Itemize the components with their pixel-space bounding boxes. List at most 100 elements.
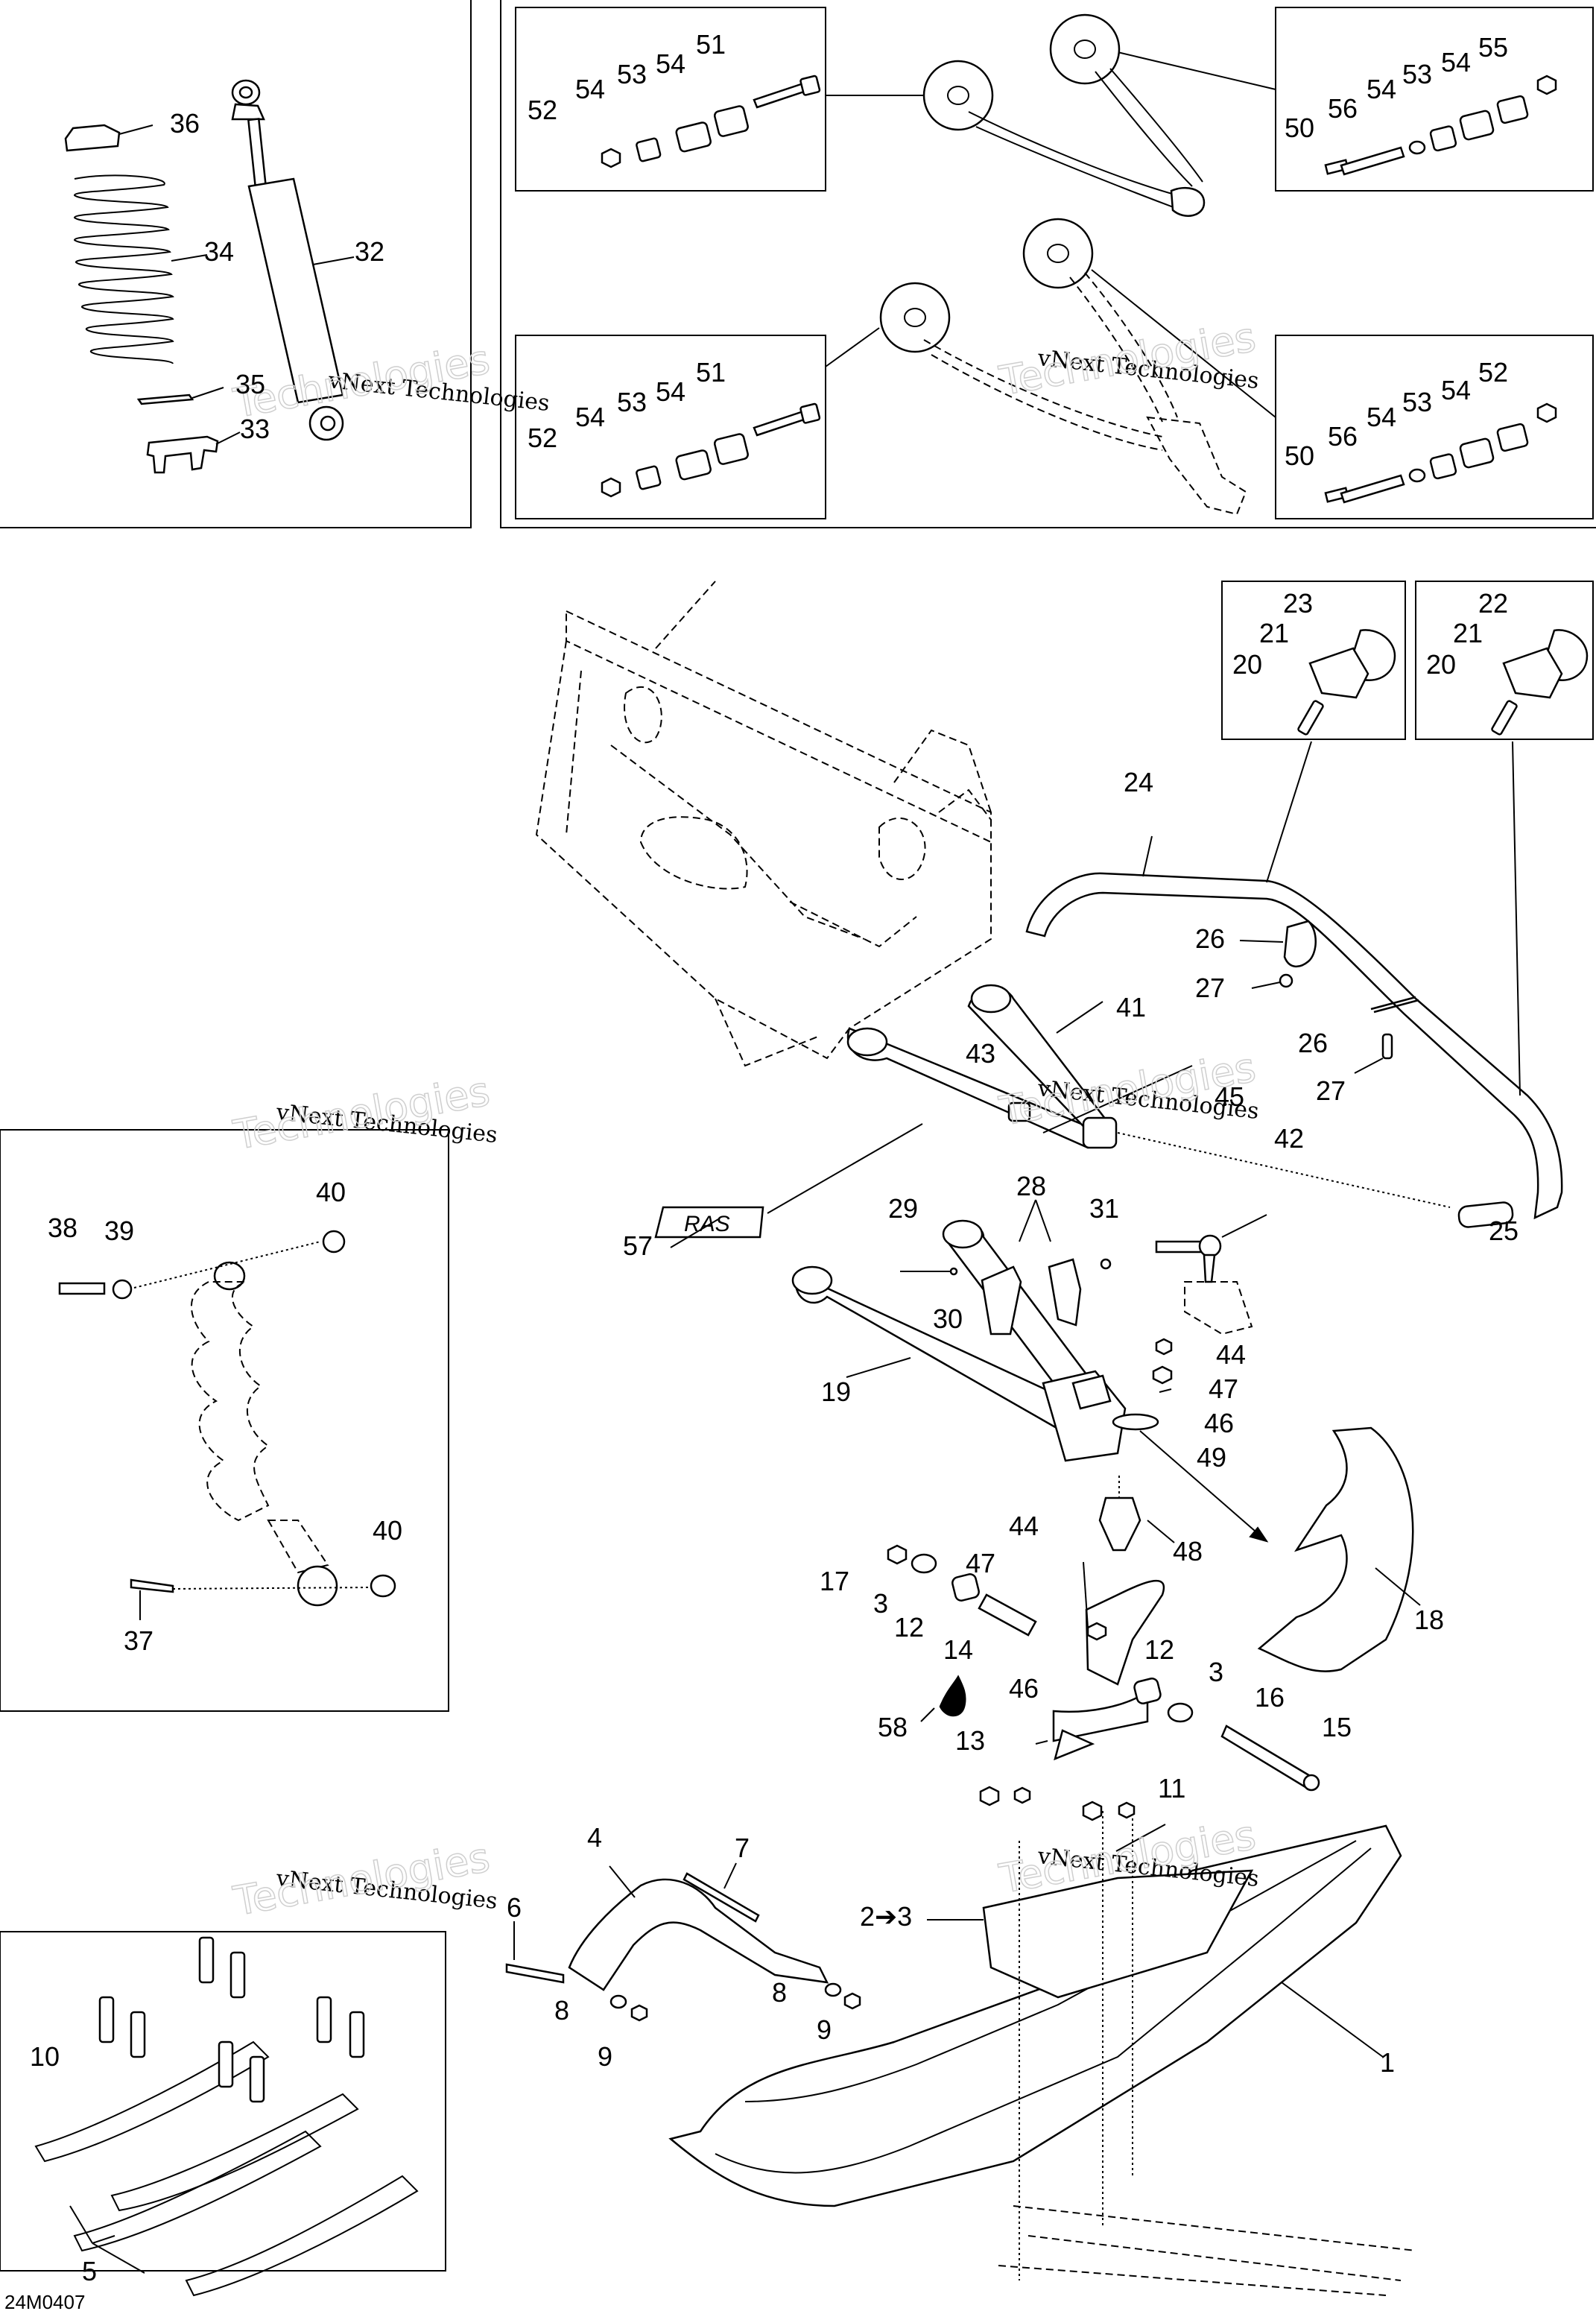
callout-4: 4: [587, 1822, 602, 1853]
callout-37: 37: [124, 1625, 153, 1656]
bushing-detail: [1221, 581, 1594, 740]
callout-56: 56: [1328, 421, 1358, 452]
callout-51: 51: [696, 29, 726, 60]
bracket-parts: [1239, 920, 1419, 1074]
callout-2-3: 2➔3: [860, 1901, 912, 1932]
callout-54: 54: [1367, 74, 1396, 104]
callout-41: 41: [1116, 992, 1146, 1022]
callout-26: 26: [1298, 1028, 1328, 1058]
callout-21: 21: [1453, 618, 1483, 648]
callout-32: 32: [355, 236, 384, 267]
box4-parts: [1091, 269, 1557, 504]
callout-22: 22: [1478, 588, 1508, 619]
callout-10: 10: [30, 2041, 60, 2072]
svg-text:Technologies: Technologies: [229, 1834, 493, 1925]
callout-51: 51: [696, 357, 726, 388]
callout-53: 53: [617, 59, 647, 89]
lower-a-arm-19: [791, 1219, 1159, 1462]
bumpers: [900, 1199, 1112, 1335]
callout-6: 6: [507, 1892, 522, 1923]
callout-54: 54: [575, 402, 605, 432]
lower-a-arm-dashed: [879, 218, 1247, 516]
callout-40: 40: [316, 1177, 346, 1207]
callout-53: 53: [1402, 59, 1432, 89]
callout-33: 33: [240, 414, 270, 444]
callout-3: 3: [873, 1588, 888, 1619]
callout-47: 47: [966, 1548, 995, 1578]
callout-50: 50: [1285, 113, 1314, 143]
spindle-hardware: [887, 1544, 1320, 1792]
shock-assembly-left: [58, 1230, 396, 1620]
callout-57: 57: [623, 1230, 653, 1261]
callout-40: 40: [373, 1515, 402, 1546]
callout-58: 58: [878, 1712, 908, 1742]
shock-spring-assembly: [64, 79, 355, 474]
callout-25: 25: [1489, 1216, 1519, 1246]
callout-45: 45: [1215, 1081, 1244, 1112]
callout-52: 52: [528, 423, 557, 453]
callout-49: 49: [1197, 1442, 1226, 1473]
svg-text:RAS: RAS: [684, 1212, 730, 1236]
callout-19: 19: [821, 1376, 851, 1407]
callout-8: 8: [772, 1977, 787, 2008]
callout-52: 52: [528, 95, 557, 125]
spindle-dashed: [1152, 1281, 1253, 1393]
callout-56: 56: [1328, 93, 1358, 124]
callout-42: 42: [1274, 1123, 1304, 1154]
callout-16: 16: [1255, 1682, 1285, 1713]
callout-46: 46: [1009, 1673, 1039, 1704]
callout-44: 44: [1009, 1511, 1039, 1541]
sway-bar: [1025, 741, 1563, 1228]
callout-39: 39: [104, 1216, 134, 1246]
callout-labels: 36 34 32 35 33 52 54 53 54 51 50 56 54 5…: [30, 29, 1519, 2286]
skid-plate: [1139, 1426, 1421, 1672]
callout-28: 28: [1016, 1171, 1046, 1201]
callout-54: 54: [656, 48, 685, 79]
upper-a-arm-41: [846, 984, 1451, 1208]
callout-54: 54: [1441, 47, 1471, 78]
callout-46: 46: [1204, 1408, 1234, 1438]
upper-a-arm: [922, 13, 1206, 217]
callout-12: 12: [1144, 1634, 1174, 1665]
callout-29: 29: [888, 1193, 918, 1224]
callout-8: 8: [554, 1995, 569, 2026]
callout-38: 38: [48, 1213, 77, 1243]
callout-9: 9: [817, 2014, 832, 2045]
callout-9: 9: [598, 2041, 612, 2072]
callout-13: 13: [955, 1725, 985, 1756]
callout-7: 7: [735, 1833, 750, 1863]
callout-27: 27: [1195, 973, 1225, 1003]
ras-decal: RAS: [654, 1123, 923, 1248]
callout-18: 18: [1414, 1605, 1444, 1635]
callout-30: 30: [933, 1303, 963, 1334]
callout-54: 54: [656, 376, 685, 407]
upper-a-arm-detail: [515, 7, 1594, 519]
callout-20: 20: [1426, 649, 1456, 680]
callout-53: 53: [617, 387, 647, 417]
callout-34: 34: [204, 236, 234, 267]
callout-21: 21: [1259, 618, 1289, 648]
callout-27: 27: [1316, 1075, 1346, 1106]
ball-joint: [1155, 1214, 1267, 1283]
callout-44: 44: [1216, 1339, 1246, 1370]
callout-47: 47: [1209, 1373, 1238, 1404]
callout-3: 3: [1209, 1657, 1223, 1687]
chassis-frame: [535, 581, 992, 1067]
runner: [505, 1862, 861, 2022]
callout-26: 26: [1195, 923, 1225, 954]
callout-52: 52: [1478, 357, 1508, 388]
callout-48: 48: [1173, 1536, 1203, 1567]
ski: [668, 1786, 1416, 2296]
callout-55: 55: [1478, 32, 1508, 63]
callout-54: 54: [1441, 375, 1471, 405]
svg-text:Technologies: Technologies: [995, 314, 1259, 405]
svg-text:Technologies: Technologies: [229, 1068, 493, 1159]
callout-23: 23: [1283, 588, 1313, 619]
spindle-48: [1098, 1476, 1175, 1552]
carbide-runners: [34, 1936, 419, 2297]
box1-parts: [601, 75, 936, 168]
callout-5: 5: [82, 2256, 97, 2286]
callout-43: 43: [966, 1038, 995, 1069]
